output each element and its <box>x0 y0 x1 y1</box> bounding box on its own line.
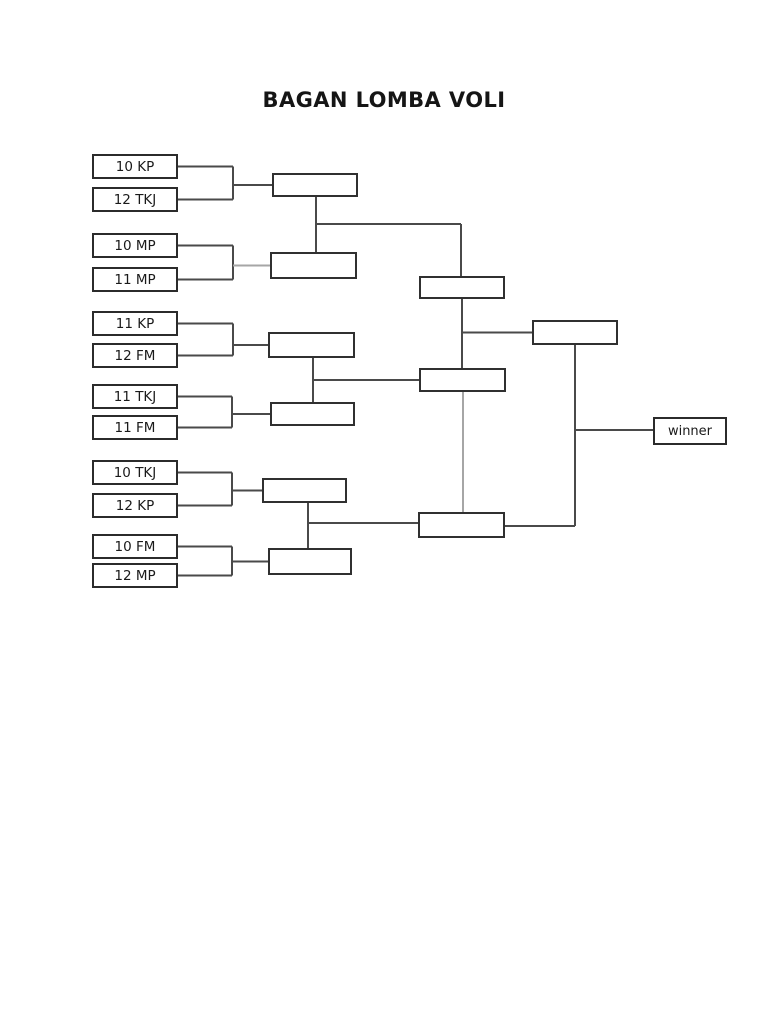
round3-slot-2 <box>419 368 506 392</box>
team-box-12-fm: 12 FM <box>92 343 178 368</box>
team-box-10-mp: 10 MP <box>92 233 178 258</box>
winner-box: winner <box>653 417 727 445</box>
team-box-11-fm: 11 FM <box>92 415 178 440</box>
team-box-12-kp: 12 KP <box>92 493 178 518</box>
team-box-11-tkj: 11 TKJ <box>92 384 178 409</box>
team-box-10-fm: 10 FM <box>92 534 178 559</box>
round3-slot-3 <box>418 512 505 538</box>
round2-slot-6 <box>268 548 352 575</box>
team-box-12-mp: 12 MP <box>92 563 178 588</box>
team-box-10-tkj: 10 TKJ <box>92 460 178 485</box>
round2-slot-2 <box>270 252 357 279</box>
round2-slot-1 <box>272 173 358 197</box>
page-title: BAGAN LOMBA VOLI <box>262 88 506 112</box>
round3-slot-1 <box>419 276 505 299</box>
round2-slot-3 <box>268 332 355 358</box>
team-box-10-kp: 10 KP <box>92 154 178 179</box>
round2-slot-5 <box>262 478 347 503</box>
final-slot <box>532 320 618 345</box>
team-box-11-kp: 11 KP <box>92 311 178 336</box>
round2-slot-4 <box>270 402 355 426</box>
team-box-12-tkj: 12 TKJ <box>92 187 178 212</box>
team-box-11-mp: 11 MP <box>92 267 178 292</box>
